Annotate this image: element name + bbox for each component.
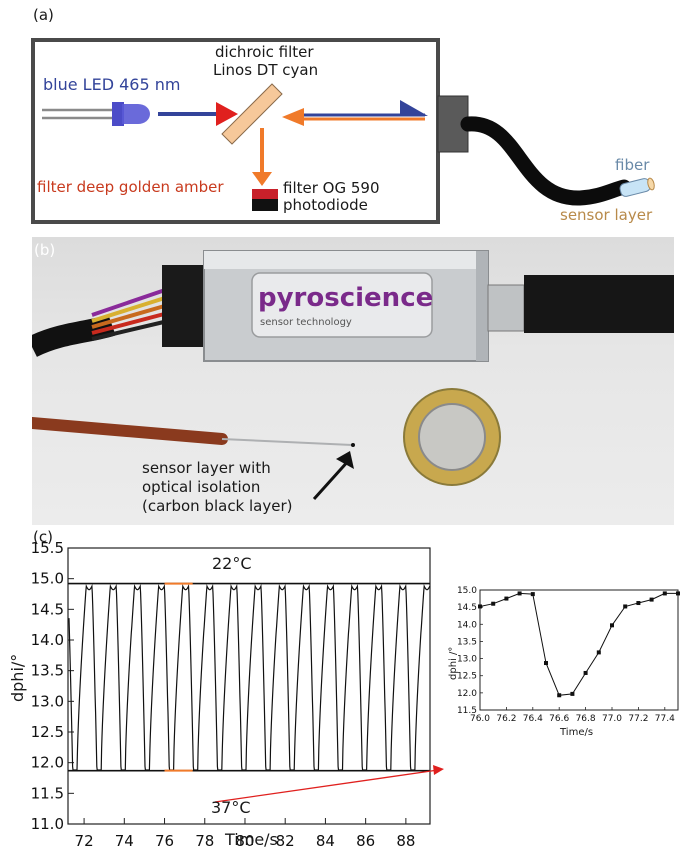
inset-data-point bbox=[570, 691, 575, 696]
device-photo: (b) pyroscience sensor technology sensor… bbox=[32, 237, 674, 525]
inset-x-tick-label: 76.0 bbox=[470, 714, 490, 724]
main-y-tick-label: 13.5 bbox=[31, 662, 64, 680]
inset-data-point bbox=[676, 591, 680, 596]
annotation-line-3: (carbon black layer) bbox=[142, 497, 293, 515]
led-base bbox=[112, 102, 124, 126]
main-y-tick-label: 14.0 bbox=[31, 631, 64, 649]
inset-y-tick-label: 12.5 bbox=[457, 672, 477, 682]
panel-a-diagram bbox=[31, 38, 655, 224]
temp-low-label: 37°C bbox=[211, 798, 251, 817]
panel-a-label: (a) bbox=[33, 6, 54, 24]
main-x-tick-label: 88 bbox=[396, 832, 415, 850]
led-dome bbox=[122, 104, 150, 124]
red-arrowhead bbox=[216, 102, 238, 126]
inset-plot-frame bbox=[479, 589, 679, 711]
main-y-tick-label: 11.5 bbox=[31, 784, 64, 802]
photodiode-label: photodiode bbox=[283, 196, 368, 214]
inset-data-point bbox=[662, 591, 667, 596]
main-x-tick-label: 72 bbox=[75, 832, 94, 850]
main-xlabel: Time/s bbox=[225, 830, 278, 849]
inset-data-point bbox=[557, 693, 562, 698]
dichroic-label-2: Linos DT cyan bbox=[213, 61, 319, 79]
return-arrowhead-left bbox=[282, 108, 304, 126]
main-y-tick-label: 12.0 bbox=[31, 754, 64, 772]
inset-data-point bbox=[504, 596, 509, 601]
og590-label: filter OG 590 bbox=[283, 179, 380, 197]
filter-og590 bbox=[252, 189, 278, 199]
inset-x-tick-label: 76.6 bbox=[549, 714, 569, 724]
main-x-tick-label: 86 bbox=[356, 832, 375, 850]
main-plot-frame bbox=[67, 547, 431, 825]
annotation-line-1: sensor layer with bbox=[142, 459, 271, 477]
down-arrowhead bbox=[252, 172, 272, 186]
fiber-label: fiber bbox=[615, 156, 650, 174]
inset-y-tick-label: 14.0 bbox=[457, 620, 477, 630]
zoom-arrowhead bbox=[433, 765, 444, 775]
dichroic-filter bbox=[221, 83, 283, 145]
sensor-layer-label: sensor layer bbox=[560, 206, 653, 224]
inset-x-tick-label: 76.2 bbox=[496, 714, 516, 724]
main-y-tick-label: 15.0 bbox=[31, 570, 64, 588]
inset-data-point bbox=[623, 604, 628, 609]
main-y-tick-label: 11.0 bbox=[31, 815, 64, 833]
led-label: blue LED 465 nm bbox=[43, 75, 181, 94]
inset-y-tick-label: 14.5 bbox=[457, 603, 477, 613]
inset-data-point bbox=[610, 623, 614, 628]
inset-y-tick-label: 11.5 bbox=[457, 706, 477, 716]
inset-data-point bbox=[636, 601, 641, 606]
panel-b-label: (b) bbox=[34, 241, 56, 259]
main-x-tick-label: 84 bbox=[316, 832, 335, 850]
main-x-tick-label: 82 bbox=[276, 832, 295, 850]
annotation-line-2: optical isolation bbox=[142, 478, 261, 496]
inset-xlabel: Time/s bbox=[560, 727, 594, 738]
inset-y-tick-label: 13.0 bbox=[457, 655, 477, 665]
inset-x-tick-label: 77.0 bbox=[602, 714, 622, 724]
inset-x-tick-label: 77.2 bbox=[628, 714, 648, 724]
inset-data-point bbox=[649, 597, 654, 602]
brand-logo: pyroscience bbox=[258, 283, 434, 313]
photodiode bbox=[252, 199, 278, 211]
main-x-tick-label: 74 bbox=[115, 832, 134, 850]
fiber-cable bbox=[460, 116, 632, 206]
inset-data-point bbox=[478, 604, 482, 609]
amber-label: filter deep golden amber bbox=[37, 178, 224, 196]
brand-tagline: sensor technology bbox=[260, 317, 352, 328]
main-ylabel: dphi/° bbox=[8, 653, 27, 702]
inset-ylabel: dphi /° bbox=[448, 646, 459, 680]
inset-y-tick-label: 15.0 bbox=[457, 586, 477, 596]
inset-y-tick-label: 13.5 bbox=[457, 637, 477, 647]
return-arrowhead-right bbox=[400, 100, 428, 116]
dichroic-label-1: dichroic filter bbox=[215, 43, 314, 61]
inset-data-point bbox=[530, 592, 535, 597]
inset-x-tick-label: 76.8 bbox=[576, 714, 596, 724]
inset-data-point bbox=[596, 650, 601, 655]
inset-x-tick-label: 76.4 bbox=[523, 714, 543, 724]
inset-series-line bbox=[479, 592, 678, 696]
inset-data-point bbox=[517, 591, 522, 596]
inset-y-tick-label: 12.0 bbox=[457, 689, 477, 699]
main-y-tick-label: 14.5 bbox=[31, 600, 64, 618]
main-x-tick-label: 76 bbox=[155, 832, 174, 850]
device-photo-drawing bbox=[32, 250, 674, 501]
panel-c-label: (c) bbox=[33, 528, 53, 546]
inset-data-point bbox=[491, 601, 496, 606]
main-y-tick-label: 12.5 bbox=[31, 723, 64, 741]
temp-high-label: 22°C bbox=[212, 554, 252, 573]
main-x-tick-label: 78 bbox=[195, 832, 214, 850]
main-y-tick-label: 13.0 bbox=[31, 692, 64, 710]
inset-data-point bbox=[544, 661, 548, 666]
inset-data-point bbox=[583, 670, 588, 675]
sensor-tip bbox=[647, 177, 655, 191]
main-series-line bbox=[68, 583, 431, 771]
inset-x-tick-label: 77.4 bbox=[655, 714, 675, 724]
